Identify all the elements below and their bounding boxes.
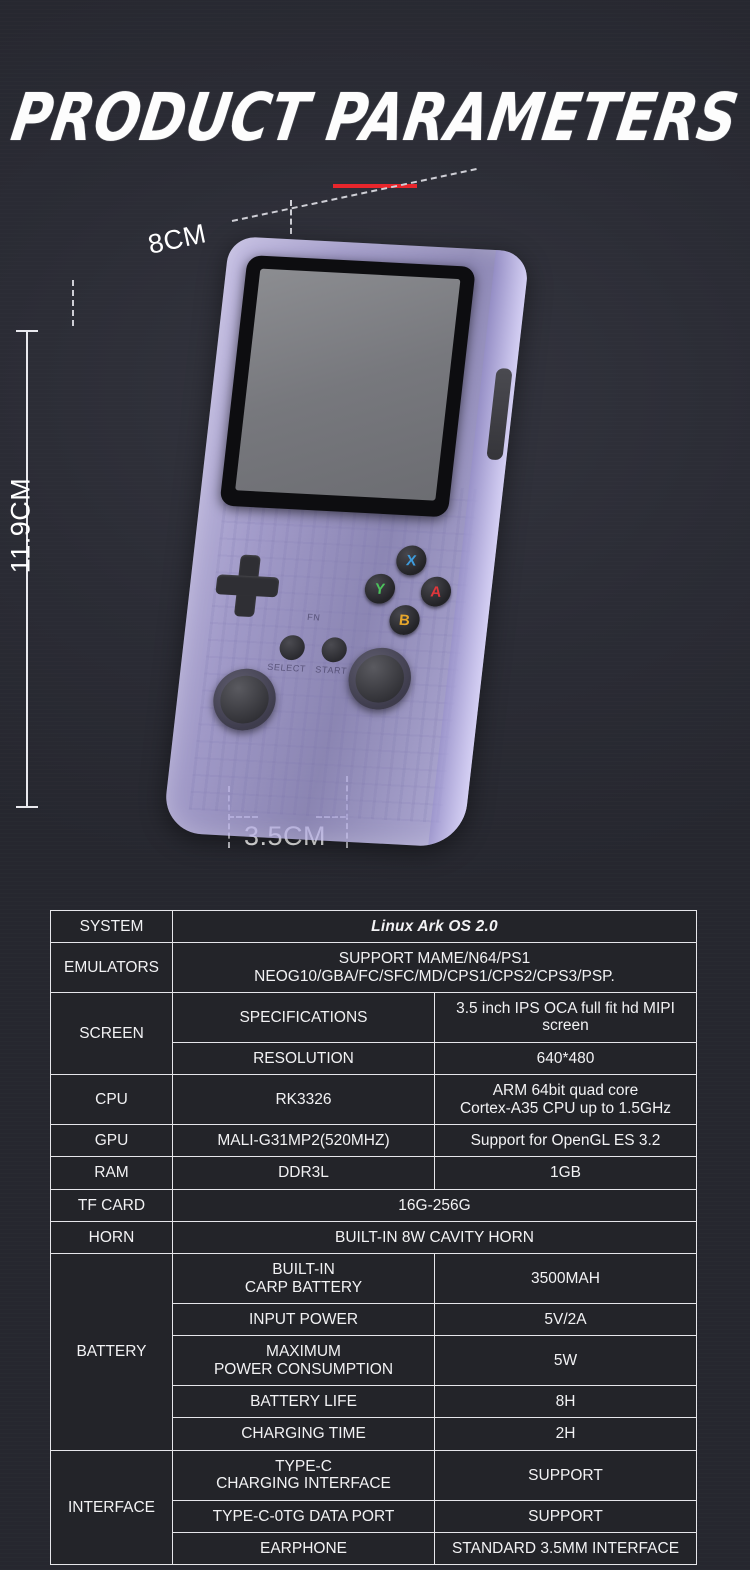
row-value-battery-life: 8H — [434, 1385, 697, 1419]
dpad-control — [213, 553, 282, 618]
table-row-battery-max-consumption: MAXIMUM POWER CONSUMPTION 5W — [51, 1335, 697, 1387]
start-button-label: START — [314, 664, 348, 676]
table-row-battery-builtin: BATTERY BUILT-IN CARP BATTERY 3500MAH — [50, 1253, 697, 1451]
row-category-battery: BATTERY — [50, 1253, 173, 1451]
button-b: B — [387, 604, 422, 636]
height-dimension-cap-top — [16, 330, 38, 332]
row-label-screen-resolution: RESOLUTION — [172, 1041, 435, 1076]
height-dimension-label: 11.9CM — [5, 477, 36, 574]
table-row-cpu: CPU RK3326 ARM 64bit quad core Cortex-A3… — [50, 1074, 697, 1125]
table-row-interface-earphone: EARPHONE STANDARD 3.5MM INTERFACE — [51, 1531, 697, 1566]
height-dimension-line — [26, 330, 28, 806]
row-value-interface-charging: SUPPORT — [434, 1449, 697, 1501]
row-category-emulators: EMULATORS — [50, 942, 173, 994]
row-value-battery-builtin: 3500MAH — [434, 1253, 697, 1305]
row-value-emulators: SUPPORT MAME/N64/PS1 NEOG10/GBA/FC/SFC/M… — [172, 942, 697, 994]
table-row-tf-card: TF CARD 16G-256G — [50, 1188, 697, 1222]
row-value-battery-max-consumption: 5W — [434, 1335, 697, 1387]
row-value-screen-resolution: 640*480 — [434, 1041, 697, 1076]
width-dimension-tick-right — [290, 200, 292, 234]
fn-button-label: FN — [306, 611, 322, 623]
cpu-value-line-2: Cortex-A35 CPU up to 1.5GHz — [459, 1099, 672, 1117]
battery-builtin-label-line-2: CARP BATTERY — [244, 1278, 363, 1296]
row-category-system: SYSTEM — [50, 909, 173, 944]
row-value-screen-specifications: 3.5 inch IPS OCA full fit hd MIPI screen — [434, 992, 697, 1043]
cpu-value-line-1: ARM 64bit quad core — [492, 1082, 639, 1100]
table-row-interface-charging: INTERFACE TYPE-C CHARGING INTERFACE SUPP… — [50, 1449, 697, 1566]
table-row-ram: RAM DDR3L 1GB — [50, 1156, 697, 1190]
handheld-console-device: X A Y B SELECT START FN — [161, 236, 531, 848]
row-value-tf-card: 16G-256G — [172, 1188, 697, 1222]
face-button-cluster: X A Y B — [357, 543, 460, 643]
interface-charging-label-line-2: CHARGING INTERFACE — [216, 1475, 391, 1493]
table-row-screen-resolution: RESOLUTION 640*480 — [51, 1041, 697, 1076]
page-title-text: PRODUCT PARAMETERS — [6, 79, 744, 156]
row-value-ram: 1GB — [434, 1156, 697, 1190]
console-screen-display — [235, 268, 461, 501]
table-row-battery-input-power: INPUT POWER 5V/2A — [51, 1303, 697, 1337]
table-row-horn: HORN BUILT-IN 8W CAVITY HORN — [50, 1220, 697, 1255]
row-label-ram: DDR3L — [172, 1156, 435, 1190]
row-value-battery-input-power: 5V/2A — [434, 1303, 697, 1337]
row-category-tf-card: TF CARD — [50, 1188, 173, 1222]
interface-charging-label-line-1: TYPE-C — [275, 1457, 332, 1475]
row-label-battery-max-consumption: MAXIMUM POWER CONSUMPTION — [172, 1335, 435, 1387]
select-button-label: SELECT — [266, 661, 307, 674]
row-value-horn: BUILT-IN 8W CAVITY HORN — [172, 1220, 697, 1255]
row-label-charging-time: CHARGING TIME — [172, 1417, 435, 1451]
row-label-battery-life: BATTERY LIFE — [172, 1385, 435, 1419]
battery-max-label-line-2: POWER CONSUMPTION — [213, 1360, 394, 1378]
specification-table: SYSTEM Linux Ark OS 2.0 EMULATORS SUPPOR… — [50, 909, 697, 1566]
height-dimension-cap-bottom — [16, 806, 38, 808]
table-row-interface-data-port: TYPE-C-0TG DATA PORT SUPPORT — [51, 1499, 697, 1533]
button-x: X — [394, 544, 429, 577]
row-label-interface-charging: TYPE-C CHARGING INTERFACE — [172, 1449, 435, 1501]
battery-max-label-line-1: MAXIMUM — [266, 1343, 341, 1361]
emulators-line-1: SUPPORT MAME/N64/PS1 — [338, 950, 531, 968]
table-row-screen-specifications: SCREEN SPECIFICATIONS 3.5 inch IPS OCA f… — [50, 992, 697, 1076]
row-category-gpu: GPU — [50, 1123, 173, 1158]
row-category-interface: INTERFACE — [50, 1449, 173, 1566]
table-row-battery-life: BATTERY LIFE 8H — [51, 1385, 697, 1419]
product-photo: 8CM 11.9CM 3.5CM X A Y B SELECT START FN — [0, 168, 750, 880]
row-label-interface-data-port: TYPE-C-0TG DATA PORT — [172, 1499, 435, 1533]
table-row-emulators: EMULATORS SUPPORT MAME/N64/PS1 NEOG10/GB… — [50, 942, 697, 994]
row-category-cpu: CPU — [50, 1074, 173, 1125]
console-screen-bezel — [219, 254, 476, 518]
width-dimension-label: 8CM — [145, 218, 209, 260]
table-row-gpu: GPU MALI-G31MP2(520MHZ) Support for Open… — [50, 1123, 697, 1158]
button-a: A — [419, 576, 453, 608]
row-value-system: Linux Ark OS 2.0 — [172, 909, 697, 944]
table-row-system: SYSTEM Linux Ark OS 2.0 — [50, 909, 697, 944]
row-category-ram: RAM — [50, 1156, 173, 1190]
row-value-interface-data-port: SUPPORT — [434, 1499, 697, 1533]
row-value-cpu: ARM 64bit quad core Cortex-A35 CPU up to… — [434, 1074, 697, 1125]
row-category-horn: HORN — [50, 1220, 173, 1255]
row-label-gpu: MALI-G31MP2(520MHZ) — [172, 1123, 435, 1158]
battery-builtin-label-line-1: BUILT-IN — [272, 1261, 335, 1279]
row-label-battery-builtin: BUILT-IN CARP BATTERY — [172, 1253, 435, 1305]
row-label-battery-input-power: INPUT POWER — [172, 1303, 435, 1337]
row-label-interface-earphone: EARPHONE — [172, 1531, 435, 1566]
row-value-gpu: Support for OpenGL ES 3.2 — [434, 1123, 697, 1158]
row-label-screen-specifications: SPECIFICATIONS — [172, 992, 435, 1043]
title-underline-rule — [333, 184, 417, 188]
page-title: PRODUCT PARAMETERS — [0, 79, 750, 156]
row-category-screen: SCREEN — [50, 992, 173, 1076]
row-label-cpu: RK3326 — [172, 1074, 435, 1125]
row-value-charging-time: 2H — [434, 1417, 697, 1451]
table-row-charging-time: CHARGING TIME 2H — [51, 1417, 697, 1451]
row-value-interface-earphone: STANDARD 3.5MM INTERFACE — [434, 1531, 697, 1566]
emulators-line-2: NEOG10/GBA/FC/SFC/MD/CPS1/CPS2/CPS3/PSP. — [254, 967, 615, 985]
width-dimension-tick-left — [72, 280, 74, 326]
button-y: Y — [363, 573, 397, 605]
